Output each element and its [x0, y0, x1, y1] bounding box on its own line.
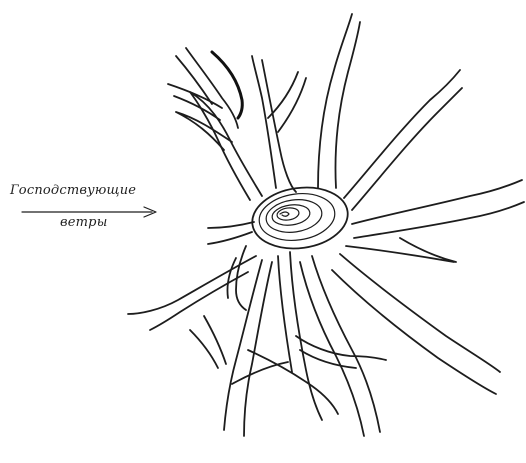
summit-outer-contour — [248, 182, 351, 255]
arm-lower-right — [346, 238, 456, 262]
arm-south-west — [224, 260, 272, 436]
arm-dark-ridge — [212, 52, 242, 118]
arm-south-loop — [296, 336, 386, 368]
arm-lower-left-branch — [190, 316, 226, 368]
arm-left-mid — [208, 222, 254, 244]
arm-right-long — [352, 180, 524, 238]
arm-upper-left-branch — [176, 112, 232, 150]
arm-lower-right-long — [332, 254, 500, 394]
summit-contour-3 — [264, 196, 324, 235]
dune-summit — [248, 182, 351, 255]
arm-upper-right — [344, 70, 462, 210]
wind-label-line1: Господствующие — [10, 183, 136, 198]
arm-tall-north — [318, 14, 360, 188]
summit-core — [280, 212, 289, 216]
arm-south — [278, 252, 322, 420]
dune-arms — [128, 14, 524, 436]
wind-label-line2: ветры — [60, 215, 108, 230]
arm-upper-center — [252, 56, 296, 192]
arm-left-small — [227, 246, 246, 310]
